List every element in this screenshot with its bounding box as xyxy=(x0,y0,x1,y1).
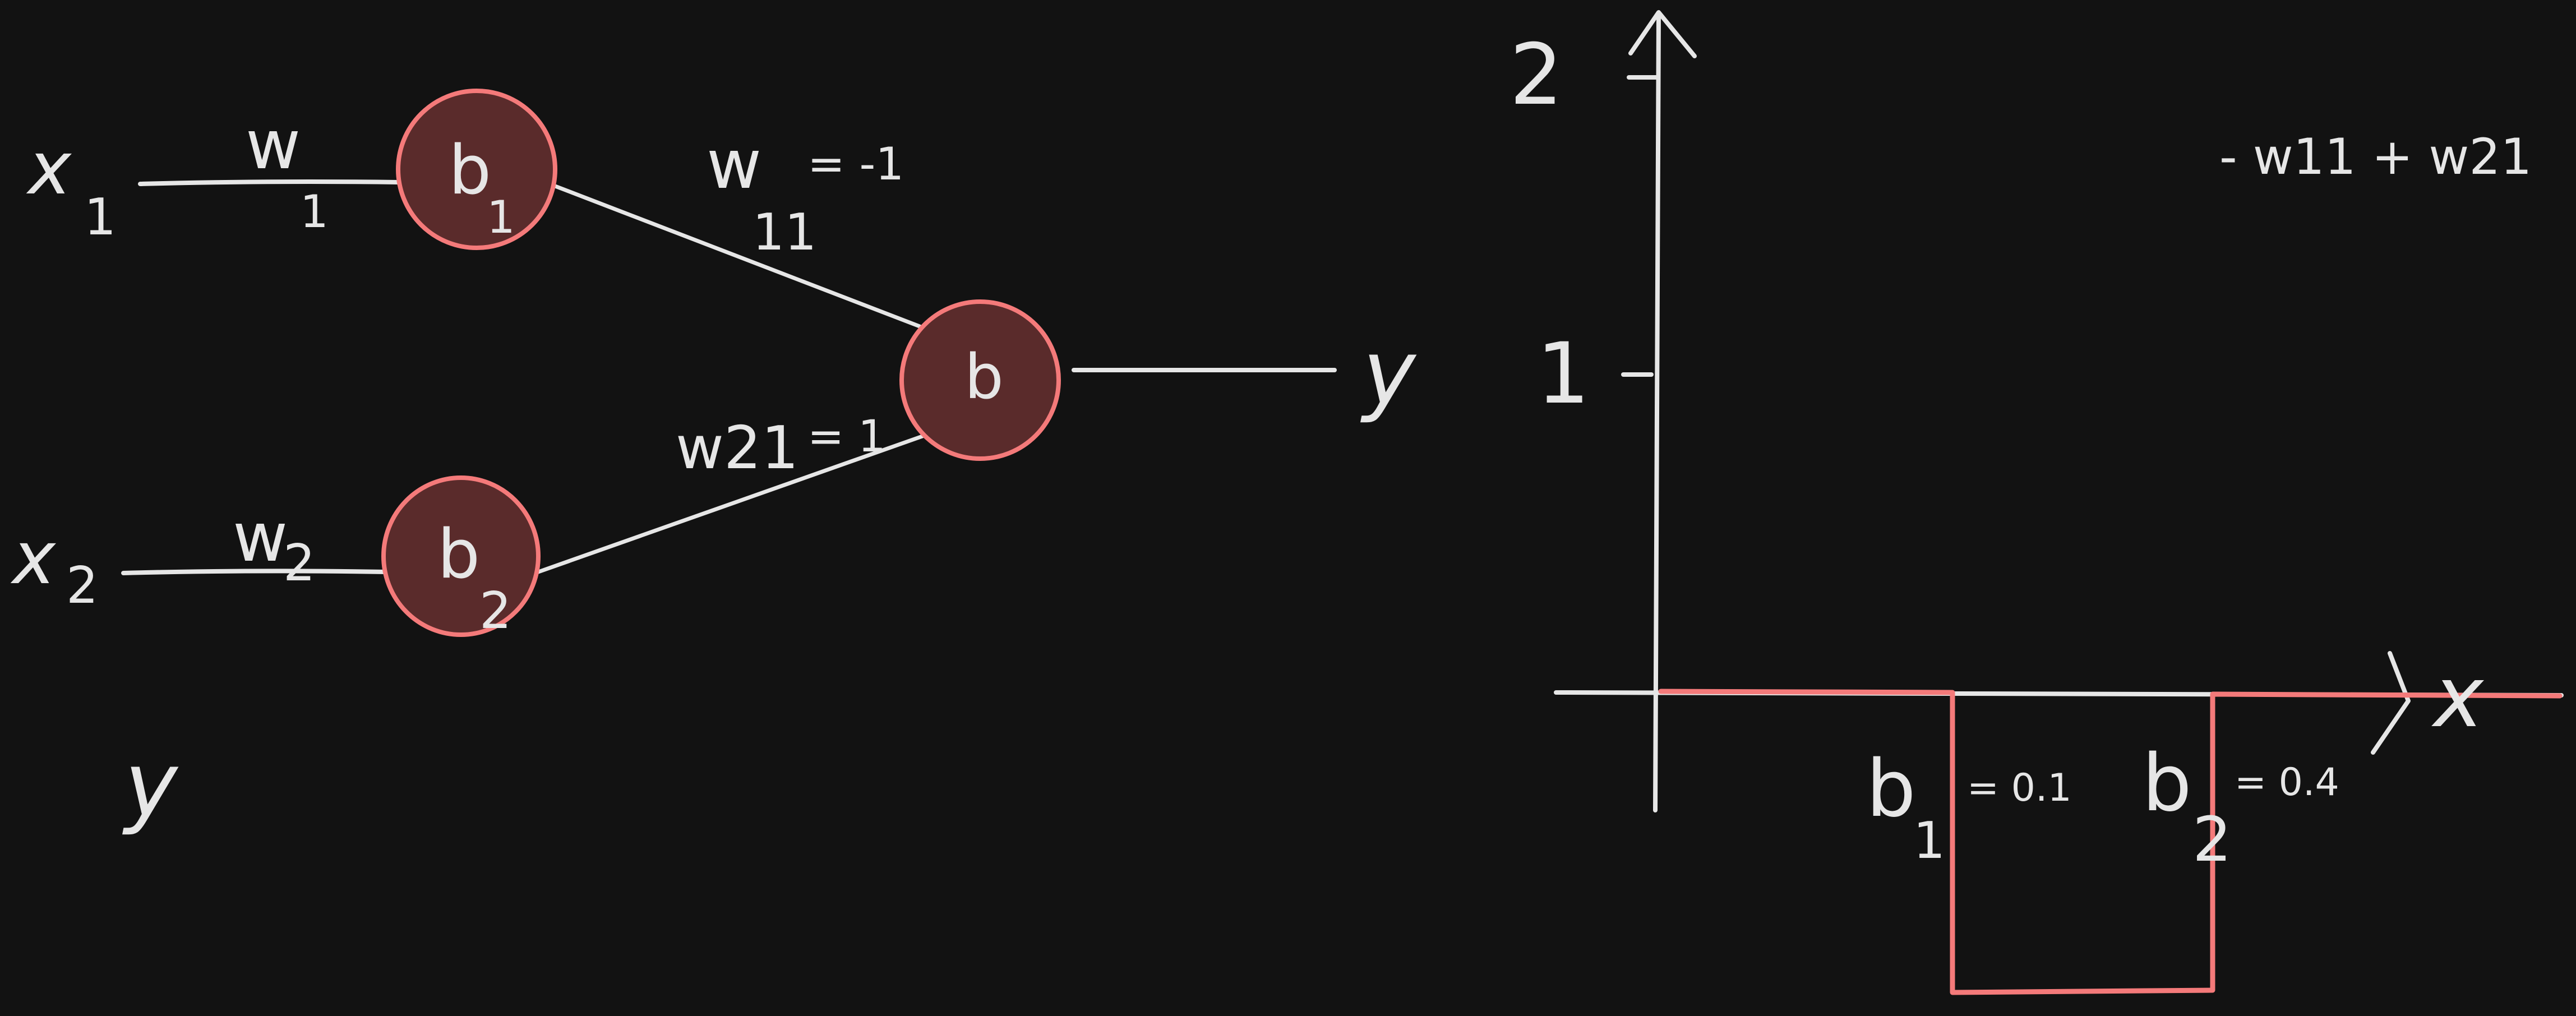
output-y-label: y xyxy=(1360,320,1417,425)
b1-value: = 0.1 xyxy=(1967,766,2072,810)
y-axis-arrow xyxy=(1628,10,1697,58)
graph-labels: 2 1 x - w11 + w21 b 1 = 0.1 b 2 = 0.4 xyxy=(1509,26,2532,875)
edge-b2-b xyxy=(536,434,925,574)
graph xyxy=(1554,10,2564,995)
network-labels: x 1 x 2 w 1 w 2 b 1 b 2 b y w 11 = -1 w2… xyxy=(10,107,1417,837)
x-axis-arrow xyxy=(2371,651,2411,755)
x-axis-label: x xyxy=(2431,649,2485,746)
input-x2-label: x xyxy=(10,515,57,601)
weight-w2-label: w xyxy=(233,499,288,577)
weight-w11-label: w xyxy=(707,126,761,204)
edge-b1-b xyxy=(550,183,922,329)
y-axis xyxy=(1653,15,1661,812)
edge-x1-b1 xyxy=(138,179,400,186)
weight-sum-note: - w11 + w21 xyxy=(2219,128,2532,186)
neural-network xyxy=(121,89,1337,637)
b1-label: b xyxy=(1866,743,1916,835)
weight-w11-subscript: 11 xyxy=(753,203,817,262)
step-function-line xyxy=(1658,689,2563,995)
node-b1-subscript: 1 xyxy=(487,191,515,243)
weight-w21-value: = 1 xyxy=(807,412,886,462)
node-b2-label: b xyxy=(437,516,480,594)
node-b1 xyxy=(396,89,557,250)
weight-w11-value: = -1 xyxy=(807,138,904,190)
input-x2-subscript: 2 xyxy=(66,556,98,615)
y-tick-1-label: 1 xyxy=(1536,325,1590,423)
stray-y-label: y xyxy=(122,732,179,837)
input-x1-label: x xyxy=(26,126,72,211)
weight-w21-label: w21 xyxy=(676,414,799,482)
b2-value: = 0.4 xyxy=(2235,760,2339,805)
b2-subscript: 2 xyxy=(2192,803,2232,875)
node-b xyxy=(899,299,1061,461)
node-b1-label: b xyxy=(449,132,491,210)
weight-w2-subscript: 2 xyxy=(283,534,315,593)
node-b2 xyxy=(381,475,541,637)
weight-w1-label: w xyxy=(246,107,301,184)
weight-w1-subscript: 1 xyxy=(300,186,329,238)
b1-subscript: 1 xyxy=(1913,811,1945,870)
edge-x2-b2 xyxy=(121,569,389,575)
input-x1-subscript: 1 xyxy=(84,188,116,247)
b2-label: b xyxy=(2142,738,2192,829)
node-b2-subscript: 2 xyxy=(479,581,511,640)
y-tick-2-label: 2 xyxy=(1509,26,1563,124)
node-b-label: b xyxy=(964,341,1004,413)
